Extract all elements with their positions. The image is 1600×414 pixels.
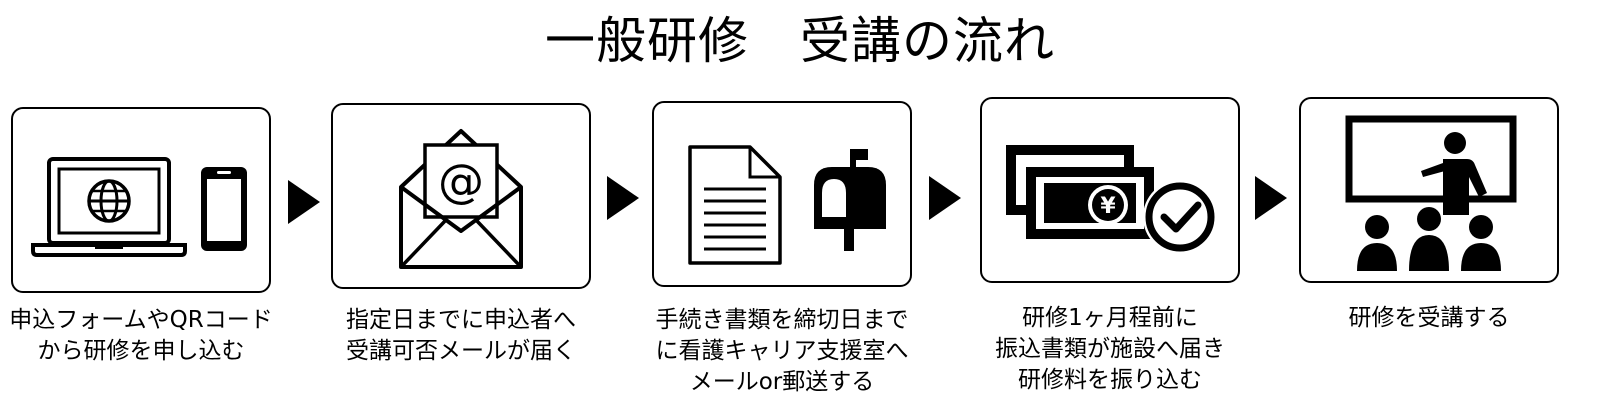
page-title: 一般研修 受講の流れ [545, 12, 1055, 70]
mailbox-icon [814, 149, 886, 251]
at-symbol: @ [438, 154, 484, 208]
step-2-caption-line-2: 受講可否メールが届く [346, 338, 576, 364]
flow-arrow-4 [1255, 176, 1287, 220]
banknotes-yen-check-icon: ¥ [1006, 145, 1217, 254]
envelope-at-icon: @ [399, 129, 523, 269]
step-3-illustration [688, 145, 886, 265]
step-5-illustration [1345, 115, 1517, 271]
step-2-caption-line-1: 指定日までに申込者へ [346, 307, 576, 333]
step-3-caption-line-2: に看護キャリア支援室へ [655, 338, 909, 364]
step-3-box [652, 101, 912, 287]
step-1-caption-line-2: から研修を申し込む [37, 338, 245, 364]
step-2-box: @ [331, 103, 591, 289]
step-5-caption: 研修を受講する [1279, 303, 1579, 334]
step-1-caption-line-1: 申込フォームやQRコード [9, 307, 273, 333]
step-2-caption: 指定日までに申込者へ 受講可否メールが届く [311, 305, 611, 367]
smartphone-icon [201, 167, 247, 251]
step-4-caption-line-2: 振込書類が施設へ届き [995, 336, 1225, 362]
step-4-illustration: ¥ [1006, 145, 1217, 254]
step-3-caption-line-1: 手続き書類を締切日まで [655, 307, 909, 333]
step-4-caption-line-3: 研修料を振り込む [1018, 367, 1202, 393]
yen-symbol: ¥ [1100, 194, 1116, 219]
step-1-caption: 申込フォームやQRコード から研修を申し込む [0, 305, 291, 367]
step-4-box: ¥ [980, 97, 1240, 283]
flow-arrow-2 [607, 176, 639, 220]
step-1-illustration [31, 157, 247, 257]
flow-arrow-1 [288, 180, 320, 224]
laptop-globe-icon [31, 157, 187, 257]
step-5-caption-line-1: 研修を受講する [1348, 305, 1510, 331]
step-4-caption: 研修1ヶ月程前に 振込書類が施設へ届き 研修料を振り込む [960, 303, 1260, 396]
step-3-caption-line-3: メールor郵送する [689, 369, 875, 395]
step-3-caption: 手続き書類を締切日まで に看護キャリア支援室へ メールor郵送する [632, 305, 932, 398]
lecture-presentation-icon [1345, 115, 1517, 271]
document-icon [688, 145, 782, 265]
step-2-illustration: @ [399, 129, 523, 269]
step-5-box [1299, 97, 1559, 283]
step-4-caption-line-1: 研修1ヶ月程前に [1022, 305, 1198, 331]
step-1-box [11, 107, 271, 293]
flow-arrow-3 [929, 176, 961, 220]
